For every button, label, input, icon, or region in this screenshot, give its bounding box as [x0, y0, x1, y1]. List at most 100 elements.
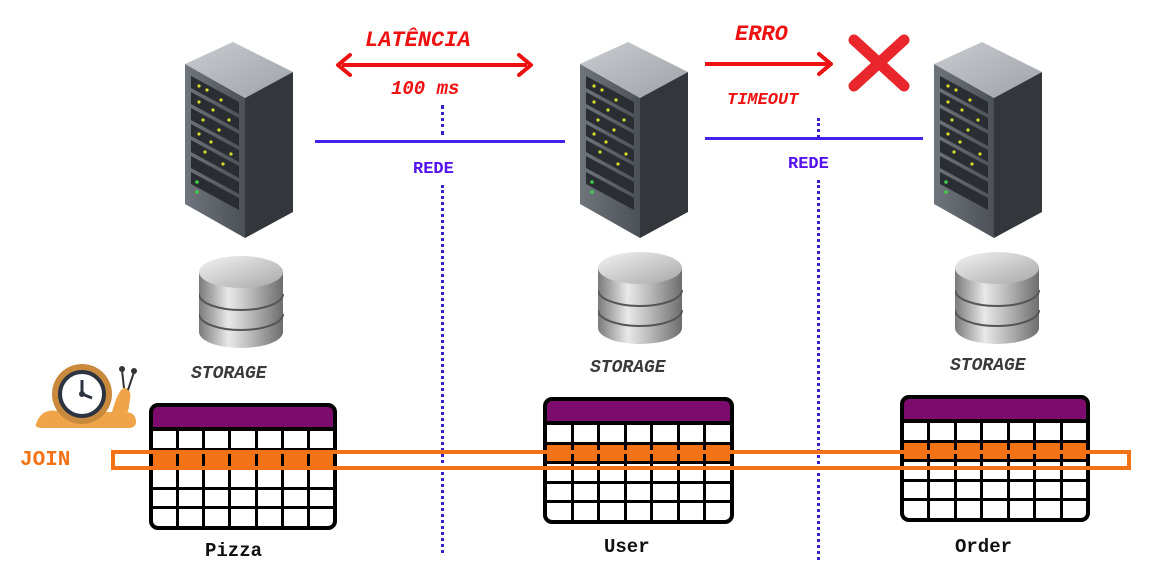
table-cell — [179, 489, 203, 507]
table-cell — [153, 450, 177, 468]
table-name: Order — [955, 536, 1013, 558]
network-link-2 — [705, 137, 923, 140]
table-cell — [1009, 501, 1034, 518]
table-cell — [283, 489, 307, 507]
table-cell — [153, 489, 177, 507]
table-header — [904, 399, 1086, 422]
table-cell — [1009, 481, 1034, 499]
latency-label: LATÊNCIA — [365, 28, 471, 53]
table-cell — [679, 425, 704, 442]
database-icon — [955, 251, 1040, 345]
table-cell — [626, 425, 651, 442]
table-cell — [653, 483, 677, 501]
divider-dotted — [441, 105, 444, 135]
table-cell — [930, 481, 954, 499]
table-cell — [231, 431, 255, 448]
table-cell — [309, 489, 333, 507]
database-icon — [199, 255, 284, 349]
server-icon — [934, 42, 1042, 238]
join-label: JOIN — [20, 449, 71, 472]
table-cell — [179, 450, 203, 468]
table-cell — [231, 470, 255, 487]
table-cell — [573, 425, 598, 442]
table-cell — [904, 481, 928, 499]
table-cell — [257, 450, 281, 468]
table-cell — [283, 470, 307, 487]
table-cell — [205, 489, 229, 507]
database-icon — [598, 251, 683, 345]
table-cell — [205, 450, 229, 468]
table-cell — [679, 483, 704, 501]
table-cell — [983, 481, 1007, 499]
table-cell — [1009, 423, 1034, 440]
table-cell — [600, 503, 624, 520]
divider-dotted — [441, 185, 444, 553]
table-cell — [930, 423, 954, 440]
table-cell — [573, 483, 598, 501]
table-cell — [309, 509, 333, 526]
table-cell — [153, 509, 177, 526]
table-user — [543, 397, 734, 524]
table-cell — [257, 431, 281, 448]
snail-clock-icon — [35, 364, 137, 428]
table-cell — [179, 431, 203, 448]
table-cell — [1062, 423, 1086, 440]
table-name: User — [604, 536, 650, 558]
table-cell — [231, 509, 255, 526]
table-cell — [1062, 501, 1086, 518]
table-cell — [1036, 481, 1060, 499]
divider-dotted — [817, 118, 820, 138]
table-cell — [205, 470, 229, 487]
timeout-label: TIMEOUT — [727, 91, 799, 110]
table-cell — [1036, 501, 1060, 518]
table-cell — [983, 423, 1007, 440]
table-cell — [653, 503, 677, 520]
table-cell — [179, 509, 203, 526]
network-label: REDE — [788, 155, 829, 174]
table-cell — [956, 423, 981, 440]
table-cell — [706, 425, 730, 442]
table-cell — [904, 423, 928, 440]
table-cell — [706, 503, 730, 520]
table-cell — [904, 501, 928, 518]
network-label: REDE — [413, 160, 454, 179]
table-cell — [653, 425, 677, 442]
table-header — [547, 401, 730, 424]
table-cell — [626, 483, 651, 501]
table-cell — [547, 503, 571, 520]
table-cell — [283, 450, 307, 468]
table-order — [900, 395, 1090, 522]
table-cell — [956, 501, 981, 518]
server-icon — [580, 42, 688, 238]
table-cell — [600, 483, 624, 501]
table-cell — [231, 489, 255, 507]
table-cell — [706, 483, 730, 501]
table-cell — [309, 450, 333, 468]
table-cell — [600, 425, 624, 442]
table-cell — [547, 483, 571, 501]
storage-label: STORAGE — [590, 358, 666, 378]
divider-dotted — [817, 180, 820, 560]
latency-value: 100 ms — [391, 78, 460, 100]
table-cell — [231, 450, 255, 468]
error-label: ERRO — [735, 22, 788, 47]
table-cell — [573, 503, 598, 520]
table-cell — [205, 509, 229, 526]
table-cell — [983, 501, 1007, 518]
table-cell — [283, 431, 307, 448]
network-link-1 — [315, 140, 565, 143]
storage-label: STORAGE — [950, 356, 1026, 376]
table-cell — [547, 425, 571, 442]
table-name: Pizza — [205, 540, 263, 562]
table-cell — [679, 503, 704, 520]
table-cell — [179, 470, 203, 487]
table-cell — [283, 509, 307, 526]
table-cell — [309, 431, 333, 448]
table-cell — [153, 431, 177, 448]
table-cell — [1062, 481, 1086, 499]
server-icon — [185, 42, 293, 238]
double-arrow-icon — [336, 53, 533, 77]
table-cell — [257, 509, 281, 526]
table-cell — [153, 470, 177, 487]
storage-label: STORAGE — [191, 364, 267, 384]
